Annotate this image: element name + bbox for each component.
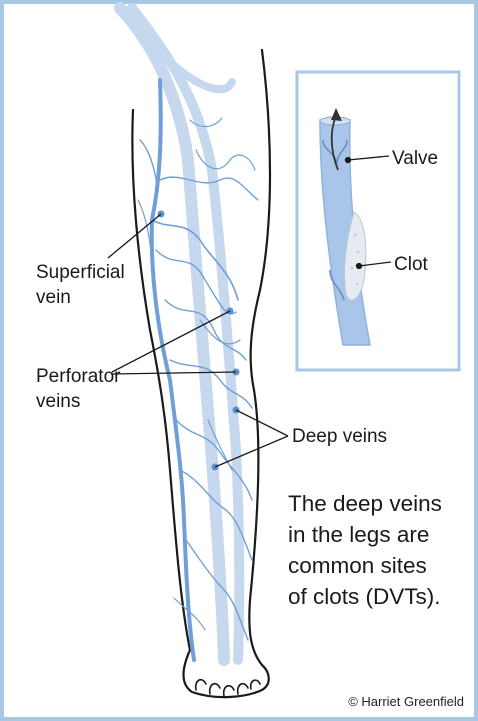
valve-label: Valve <box>392 146 438 171</box>
inset-box <box>297 72 459 370</box>
superficial-vein-label-line1: Superficial <box>36 260 125 285</box>
perforator-veins-label: Perforator veins <box>36 364 120 414</box>
superficial-vein-label-line2: vein <box>36 285 125 310</box>
clot-label: Clot <box>394 252 428 277</box>
caption-line-2: in the legs are <box>288 519 442 550</box>
perforator-veins-label-line2: veins <box>36 389 120 414</box>
perforator-veins-label-line1: Perforator <box>36 364 120 389</box>
deep-veins-label: Deep veins <box>292 424 387 449</box>
superficial-vein-label: Superficial vein <box>36 260 125 310</box>
illustrator-credit: © Harriet Greenfield <box>348 694 464 709</box>
caption-line-1: The deep veins <box>288 488 442 519</box>
caption-line-4: of clots (DVTs). <box>288 581 442 612</box>
caption-line-3: common sites <box>288 550 442 581</box>
deep-vein-channel <box>120 8 239 660</box>
caption: The deep veins in the legs are common si… <box>288 488 442 612</box>
